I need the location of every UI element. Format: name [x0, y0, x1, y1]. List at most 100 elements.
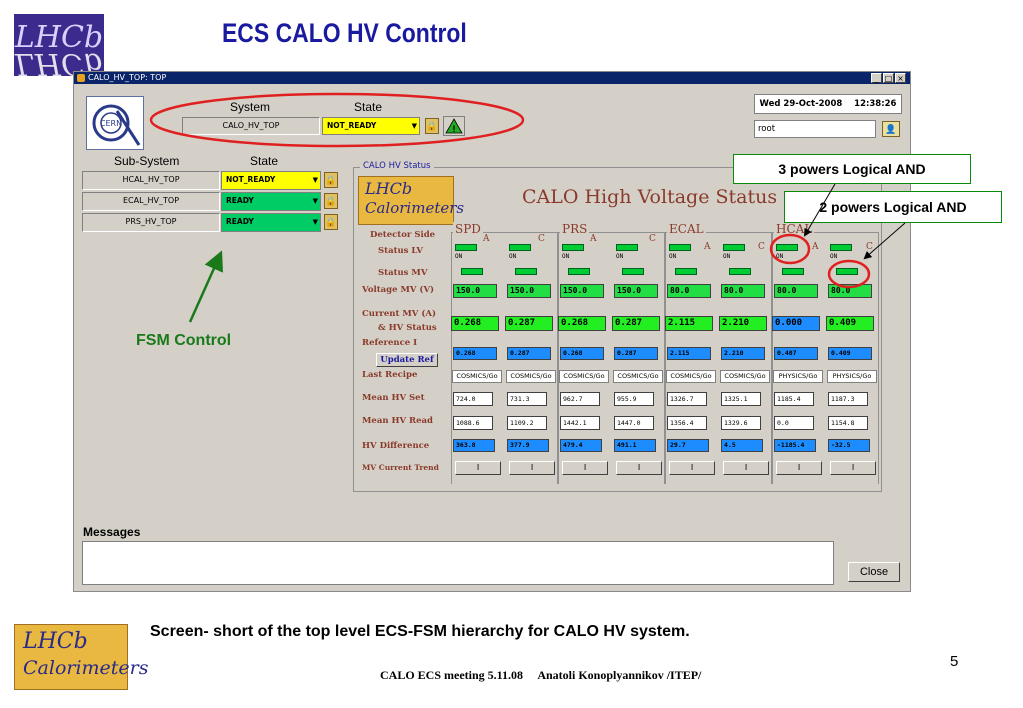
subsystem-name-ecal[interactable]: ECAL_HV_TOP	[82, 192, 220, 211]
system-state-value: NOT_READY	[327, 121, 377, 130]
hv-difference-value: 491.1	[614, 439, 656, 452]
status-lv-on-text: ON	[616, 253, 624, 260]
last-recipe-value: COSMICS/Go	[720, 370, 770, 383]
lock-icon[interactable]: 🔒	[324, 172, 338, 188]
cern-logo-icon: CERN	[92, 104, 141, 146]
mv-current-trend-button[interactable]: I	[830, 461, 876, 475]
last-recipe-value: COSMICS/Go	[452, 370, 502, 383]
group-name-ecal: ECAL	[667, 222, 706, 236]
reference-value: 0.287	[614, 347, 658, 360]
time-text: 12:38:26	[854, 99, 897, 109]
last-recipe-value: COSMICS/Go	[666, 370, 716, 383]
mv-current-trend-button[interactable]: I	[616, 461, 662, 475]
side-label-spd-a: A	[483, 234, 490, 244]
status-mv-indicator	[622, 268, 644, 275]
side-label-ecal-c: C	[758, 242, 765, 252]
close-window-button[interactable]: ×	[895, 73, 906, 83]
arrow-three-powers	[803, 183, 836, 237]
voltage-mv-value: 80.0	[828, 284, 872, 298]
messages-area[interactable]	[82, 541, 834, 585]
last-recipe-value: COSMICS/Go	[506, 370, 556, 383]
current-mv-value: 0.000	[772, 316, 820, 331]
lock-icon[interactable]: 🔒	[324, 214, 338, 230]
close-button[interactable]: Close	[848, 562, 900, 582]
row-label-mv-current-trend: MV Current Trend	[362, 463, 439, 472]
mean-hv-set-value: 731.3	[507, 392, 547, 406]
arrow-two-powers	[863, 222, 906, 260]
annotation-fsm-control: FSM Control	[136, 332, 232, 349]
state-header: State	[354, 100, 383, 114]
lhcb-logo: LHCb LHCb	[14, 14, 104, 81]
reference-value: 0.268	[560, 347, 604, 360]
mv-current-trend-button[interactable]: I	[723, 461, 769, 475]
subsystem-state-value: READY	[226, 196, 254, 205]
row-label-current-mv: Current MV (A)	[362, 309, 436, 319]
row-label-hv-difference: HV Difference	[362, 441, 430, 451]
status-mv-indicator	[729, 268, 751, 275]
group-frame-spd	[451, 232, 558, 484]
warning-button[interactable]: !	[443, 116, 465, 136]
mv-current-trend-button[interactable]: I	[562, 461, 608, 475]
last-recipe-value: COSMICS/Go	[559, 370, 609, 383]
user-field[interactable]: root	[754, 120, 876, 138]
mv-current-trend-button[interactable]: I	[776, 461, 822, 475]
subsystem-state-value: READY	[226, 217, 254, 226]
mean-hv-read-value: 1329.6	[721, 416, 761, 430]
status-lv-on-text: ON	[669, 253, 677, 260]
arrow-fsm-control	[188, 250, 223, 323]
hv-difference-value: 479.4	[560, 439, 602, 452]
side-label-prs-c: C	[649, 234, 656, 244]
row-label-reference: Reference I	[362, 338, 418, 348]
side-label-prs-a: A	[590, 234, 597, 244]
hv-panel-title: CALO High Voltage Status	[522, 186, 778, 208]
status-lv-indicator	[723, 244, 745, 251]
hv-difference-value: 377.9	[507, 439, 549, 452]
lock-icon[interactable]: 🔒	[425, 118, 439, 134]
group-frame-hcal	[772, 232, 879, 484]
system-state-dropdown[interactable]: NOT_READY ▼	[322, 117, 420, 135]
voltage-mv-value: 80.0	[721, 284, 765, 298]
mv-current-trend-button[interactable]: I	[509, 461, 555, 475]
subsystem-name-prs[interactable]: PRS_HV_TOP	[82, 213, 220, 232]
side-label-ecal-a: A	[704, 242, 711, 252]
update-ref-button[interactable]: Update Ref	[376, 353, 438, 367]
subsystem-name-hcal[interactable]: HCAL_HV_TOP	[82, 171, 220, 190]
system-name-field[interactable]: CALO_HV_TOP	[182, 117, 320, 135]
mv-current-trend-button[interactable]: I	[669, 461, 715, 475]
bottom-logo-line2: Calorimeters	[23, 657, 149, 679]
hcal-a-highlight-circle	[769, 233, 811, 265]
voltage-mv-value: 150.0	[614, 284, 658, 298]
hv-difference-value: 29.7	[667, 439, 709, 452]
user-settings-icon[interactable]: 👤	[882, 121, 900, 137]
voltage-mv-value: 150.0	[560, 284, 604, 298]
minimize-button[interactable]: _	[871, 73, 882, 83]
status-lv-on-text: ON	[562, 253, 570, 260]
current-mv-value: 2.210	[719, 316, 767, 331]
calorimeters-logo-line2: Calorimeters	[365, 199, 465, 217]
status-mv-indicator	[782, 268, 804, 275]
current-mv-value: 2.115	[665, 316, 713, 331]
reference-value: 0.287	[507, 347, 551, 360]
chevron-down-icon: ▼	[411, 122, 417, 130]
bottom-calorimeters-logo: LHCb Calorimeters	[14, 624, 149, 690]
current-mv-value: 0.268	[451, 316, 499, 331]
subsystem-state-ecal[interactable]: READY ▼	[221, 192, 321, 211]
lock-icon[interactable]: 🔒	[324, 193, 338, 209]
mv-current-trend-button[interactable]: I	[455, 461, 501, 475]
row-label-mean-hv-read: Mean HV Read	[362, 416, 433, 426]
mean-hv-read-value: 1109.2	[507, 416, 547, 430]
mean-hv-read-value: 1356.4	[667, 416, 707, 430]
calorimeters-logo-line1: LHCb	[365, 179, 413, 198]
reference-value: 2.115	[667, 347, 711, 360]
row-label-voltage-mv: Voltage MV (V)	[362, 285, 435, 295]
maximize-button[interactable]: □	[883, 73, 894, 83]
status-mv-indicator	[515, 268, 537, 275]
row-label-status-lv: Status LV	[378, 246, 423, 256]
subsystem-state-prs[interactable]: READY ▼	[221, 213, 321, 232]
subsystem-state-hcal[interactable]: NOT_READY ▼	[221, 171, 321, 190]
side-label-hcal-a: A	[812, 242, 819, 252]
warning-icon: !	[445, 118, 463, 134]
svg-text:!: !	[453, 124, 456, 134]
reference-value: 0.407	[774, 347, 818, 360]
